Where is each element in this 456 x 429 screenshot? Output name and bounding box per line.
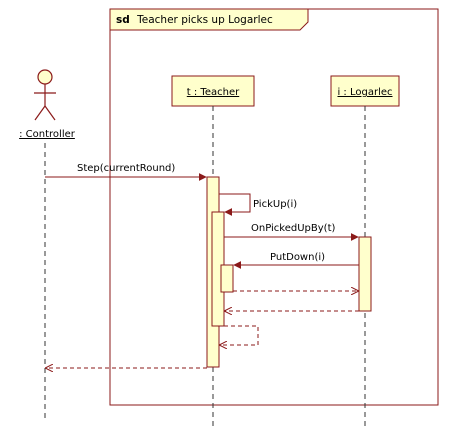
lifeline-logarlec: i : Logarlec [330,75,400,426]
frame-keyword: sd [116,14,130,26]
pickup-label: PickUp(i) [253,199,297,210]
step-label: Step(currentRound) [77,163,175,174]
teacher-box [171,75,255,107]
logarlec-activation [358,236,372,312]
teacher-label: t : Teacher [187,87,240,98]
putdown-label: PutDown(i) [270,252,325,263]
lifeline-controller: : Controller [19,69,76,418]
teacher-activation-putdown [220,264,234,293]
return-pickup [220,325,259,345]
message-putdown: PutDown(i) [233,252,359,269]
message-pickup: PickUp(i) [219,193,297,216]
onpickedupby-label: OnPickedUpBy(t) [251,223,335,234]
lifeline-teacher: t : Teacher [171,75,255,426]
frame-title: Teacher picks up Logarlec [136,14,273,26]
logarlec-label: i : Logarlec [337,87,392,98]
pickup-arrow [219,193,251,216]
pickup-return-arrow [220,325,259,345]
frame-title-tab [109,8,309,31]
sd-frame: sd Teacher picks up Logarlec [109,8,439,406]
svg-text:sd Teacher picks up Loga: sd Teacher picks up Logarlec [116,14,273,26]
message-step: Step(currentRound) [45,163,207,181]
message-onpickedupby: OnPickedUpBy(t) [224,223,359,241]
actor-icon [34,69,56,121]
controller-label: : Controller [19,129,76,140]
